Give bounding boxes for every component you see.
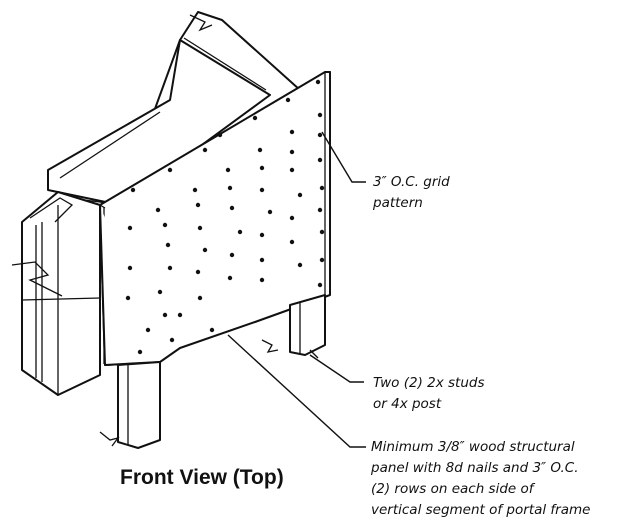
studs-label-line-1: Two (2) 2x studs: [373, 375, 485, 391]
nail-dot: [195, 269, 201, 275]
nail-dot: [289, 167, 295, 173]
left-post: [11, 191, 101, 396]
nail-dot: [259, 277, 265, 283]
nail-dot: [155, 207, 161, 213]
nail-dot: [289, 149, 295, 155]
studs-label-line-2: or 4x post: [373, 396, 442, 412]
nail-dot: [315, 79, 321, 85]
panel-label-line-4: vertical segment of portal frame: [371, 502, 590, 518]
nail-dot: [130, 187, 136, 193]
nail-dot: [127, 225, 133, 231]
nail-dot: [227, 185, 233, 191]
nail-dot: [319, 185, 325, 191]
nail-dot: [202, 247, 208, 253]
nail-dot: [229, 205, 235, 211]
nail-dot: [259, 165, 265, 171]
panel-label-line-2: panel with 8d nails and 3″ O.C.: [370, 460, 578, 476]
nail-dot: [125, 295, 131, 301]
nail-dot: [297, 262, 303, 268]
nail-dot: [252, 115, 258, 121]
right-studs: [261, 294, 326, 359]
nail-dot: [195, 202, 201, 208]
leader-panel: [227, 334, 366, 448]
nail-dot: [317, 207, 323, 213]
nail-grid: [125, 79, 325, 355]
nail-dot: [169, 337, 175, 343]
grid-label-line-2: pattern: [372, 195, 423, 211]
nail-dot: [162, 222, 168, 228]
nail-dot: [319, 257, 325, 263]
nail-dot: [319, 229, 325, 235]
leader-studs: [309, 354, 364, 383]
nail-dot: [267, 209, 273, 215]
panel-label-line-3: (2) rows on each side of: [371, 481, 536, 497]
nail-dot: [197, 295, 203, 301]
view-title: Front View (Top): [120, 466, 284, 489]
nail-dot: [167, 167, 173, 173]
nail-dot: [257, 147, 263, 153]
nail-dot: [259, 232, 265, 238]
nail-dot: [317, 112, 323, 118]
nail-dot: [145, 327, 151, 333]
lower-post: [99, 361, 161, 449]
nail-dot: [177, 312, 183, 318]
grid-label-line-1: 3″ O.C. grid: [373, 174, 450, 190]
nail-dot: [165, 242, 171, 248]
leader-grid: [321, 131, 366, 183]
nail-dot: [202, 147, 208, 153]
nail-dot: [317, 132, 323, 138]
nail-dot: [137, 349, 143, 355]
panel-label-line-1: Minimum 3/8″ wood structural: [371, 439, 575, 455]
nail-dot: [289, 129, 295, 135]
nail-dot: [289, 239, 295, 245]
nail-dot: [237, 229, 243, 235]
nail-dot: [229, 252, 235, 258]
nail-dot: [317, 282, 323, 288]
nail-dot: [297, 192, 303, 198]
nail-dot: [209, 327, 215, 333]
nail-dot: [317, 157, 323, 163]
nail-dot: [285, 97, 291, 103]
nail-dot: [259, 257, 265, 263]
nail-dot: [127, 265, 133, 271]
nail-dot: [192, 187, 198, 193]
nail-dot: [167, 265, 173, 271]
nail-dot: [197, 225, 203, 231]
nail-dot: [157, 289, 163, 295]
nail-dot: [162, 312, 168, 318]
nail-dot: [227, 275, 233, 281]
nail-dot: [217, 132, 223, 138]
nail-dot: [289, 215, 295, 221]
nail-dot: [225, 167, 231, 173]
nail-dot: [259, 187, 265, 193]
